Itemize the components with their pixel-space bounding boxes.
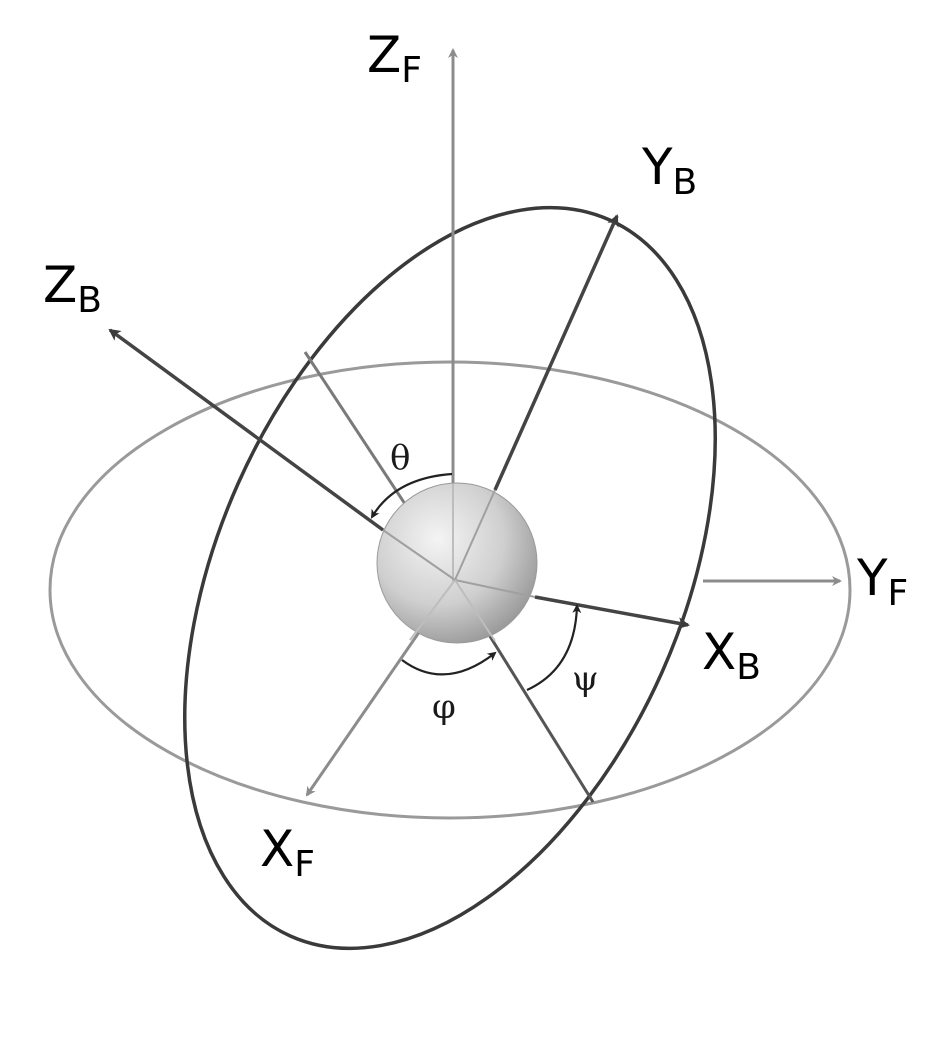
- zb-axis: [108, 328, 385, 532]
- psi-arc: [526, 604, 582, 691]
- label-phi: φ: [432, 687, 456, 727]
- zb-axis-over-sphere: [382, 529, 456, 581]
- yb-axis: [493, 214, 619, 491]
- xb-axis-over-sphere: [454, 579, 536, 598]
- node-line-over-sphere: [454, 579, 496, 642]
- yb-axis-over-sphere: [454, 489, 496, 581]
- label-zf: ZF: [367, 26, 422, 91]
- label-xb: XB: [702, 623, 761, 688]
- label-zb: ZB: [43, 256, 102, 321]
- label-yb: YB: [641, 138, 697, 203]
- fixed-frame-ellipse: [48, 360, 852, 820]
- label-xf: XF: [260, 820, 315, 885]
- theta-arc: [370, 472, 453, 519]
- center-sphere: [376, 482, 538, 644]
- xb-axis: [534, 595, 690, 630]
- phi-arc: [401, 651, 497, 676]
- label-theta: θ: [390, 438, 410, 478]
- label-psi: ψ: [572, 659, 599, 699]
- xf-axis-over-sphere: [409, 579, 456, 641]
- label-yf: YF: [856, 549, 908, 614]
